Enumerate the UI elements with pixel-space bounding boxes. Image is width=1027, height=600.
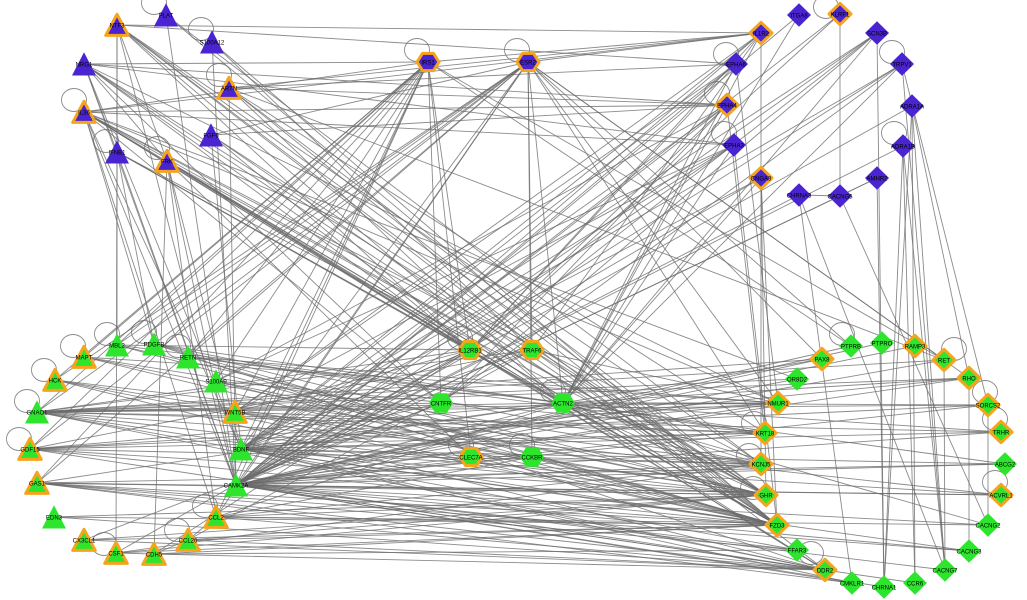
svg-text:GNAO1: GNAO1: [26, 411, 48, 417]
svg-text:RAMP3: RAMP3: [905, 345, 926, 351]
svg-text:PDGFB: PDGFB: [144, 343, 165, 349]
svg-text:EDN3: EDN3: [46, 516, 63, 522]
svg-text:EPHA4: EPHA4: [717, 104, 737, 110]
svg-text:PTPRO: PTPRO: [872, 342, 893, 348]
svg-text:TRAF6: TRAF6: [522, 349, 542, 355]
svg-text:CCR6: CCR6: [907, 582, 924, 588]
svg-text:IL1R2: IL1R2: [753, 32, 770, 38]
svg-text:FFAR3: FFAR3: [788, 549, 807, 555]
svg-text:PAX8: PAX8: [815, 358, 831, 364]
svg-text:AMHR2: AMHR2: [866, 177, 888, 183]
svg-text:S100A12: S100A12: [200, 41, 225, 47]
svg-text:HCK: HCK: [49, 379, 62, 385]
svg-text:RHO: RHO: [962, 377, 976, 383]
svg-text:ITGA8: ITGA8: [790, 14, 808, 20]
svg-text:ABCG2: ABCG2: [995, 463, 1016, 469]
svg-text:CACNG7: CACNG7: [932, 569, 958, 575]
svg-text:CNGA3: CNGA3: [751, 177, 772, 183]
svg-text:CCL20: CCL20: [179, 539, 198, 545]
svg-text:GHR: GHR: [759, 494, 773, 500]
svg-text:IRS1: IRS1: [421, 61, 435, 67]
svg-text:CNTFR: CNTFR: [431, 402, 452, 408]
svg-text:KRT18: KRT18: [756, 432, 775, 438]
svg-text:ESR2: ESR2: [520, 61, 536, 67]
svg-text:NMUR1: NMUR1: [767, 402, 789, 408]
svg-text:MAPT: MAPT: [76, 356, 93, 362]
svg-text:GAS1: GAS1: [29, 482, 46, 488]
svg-text:CHRNA3: CHRNA3: [787, 194, 812, 200]
svg-text:WNT5B: WNT5B: [225, 411, 246, 417]
svg-text:EPHA3: EPHA3: [724, 144, 744, 150]
svg-text:IL12RB1: IL12RB1: [458, 349, 482, 355]
svg-text:S100A9: S100A9: [205, 380, 227, 386]
svg-text:KCNJ5: KCNJ5: [751, 463, 771, 469]
svg-text:TRPV1: TRPV1: [892, 63, 912, 69]
svg-text:CLEC7A: CLEC7A: [459, 456, 482, 462]
svg-text:ADRA1B: ADRA1B: [891, 145, 915, 151]
svg-text:FZD3: FZD3: [770, 524, 786, 530]
svg-text:RETN: RETN: [180, 356, 196, 362]
svg-text:ACTN2: ACTN2: [553, 402, 573, 408]
svg-text:EPHA6: EPHA6: [726, 63, 746, 69]
svg-text:FRK: FRK: [161, 160, 173, 166]
svg-text:PTPRB: PTPRB: [841, 345, 861, 351]
svg-text:BDNF: BDNF: [233, 448, 250, 454]
svg-text:IL36: IL36: [78, 111, 90, 117]
svg-text:RET: RET: [938, 359, 950, 365]
svg-text:NTF3: NTF3: [110, 24, 126, 30]
svg-text:CACNG5: CACNG5: [827, 195, 853, 201]
svg-text:CCKBR: CCKBR: [521, 456, 543, 462]
svg-text:ARTN: ARTN: [221, 87, 237, 93]
svg-text:SORCS2: SORCS2: [976, 404, 1001, 410]
svg-text:ADRA1A: ADRA1A: [900, 105, 924, 111]
svg-text:CHRNA1: CHRNA1: [872, 586, 897, 592]
svg-text:GDF15: GDF15: [20, 448, 40, 454]
svg-text:IFNB1: IFNB1: [108, 151, 126, 157]
svg-text:OR8D2: OR8D2: [787, 378, 808, 384]
svg-text:DDR2: DDR2: [817, 569, 834, 575]
svg-text:CSF1: CSF1: [108, 552, 124, 558]
svg-text:PLAT: PLAT: [159, 14, 174, 20]
svg-text:CX3CL1: CX3CL1: [73, 539, 96, 545]
svg-text:TRHR: TRHR: [993, 431, 1010, 437]
svg-text:NRG1: NRG1: [76, 63, 93, 69]
svg-text:CACNG3: CACNG3: [956, 550, 982, 556]
svg-text:KLRF1: KLRF1: [831, 13, 850, 19]
svg-text:SCN3B: SCN3B: [867, 32, 887, 38]
svg-text:ACVRL1: ACVRL1: [989, 494, 1013, 500]
svg-text:CACNG2: CACNG2: [975, 524, 1001, 530]
svg-text:MBL2: MBL2: [109, 344, 125, 350]
svg-text:CDH5: CDH5: [146, 553, 163, 559]
svg-text:FGF6: FGF6: [203, 134, 219, 140]
svg-text:CAMK2A: CAMK2A: [224, 484, 249, 490]
svg-text:CCL2: CCL2: [208, 516, 224, 522]
svg-text:CMKLR1: CMKLR1: [840, 582, 865, 588]
